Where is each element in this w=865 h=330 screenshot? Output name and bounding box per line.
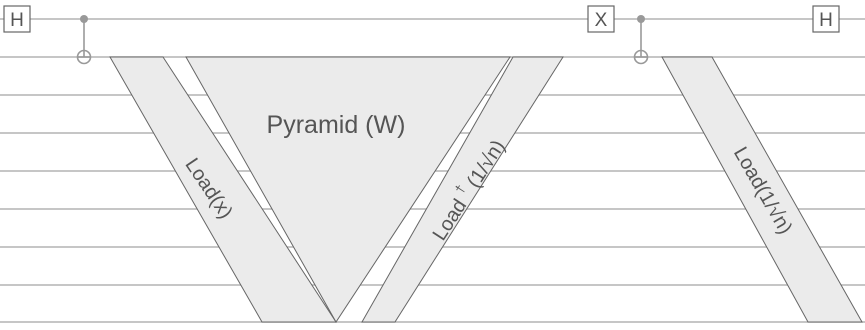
load-dagger-block (361, 56, 564, 323)
x-gate: X (587, 5, 615, 33)
cnot-gate-right (633, 15, 649, 65)
pyramid-w-block (185, 56, 511, 323)
control-dot (80, 15, 88, 23)
h-gate-right-label: H (819, 10, 833, 31)
h-gate-right: H (812, 5, 840, 33)
h-gate-left: H (3, 5, 31, 33)
control-dot (637, 15, 645, 23)
h-gate-left-label: H (10, 10, 24, 31)
load-inv-sqrt-n-block (661, 56, 863, 323)
x-gate-label: X (595, 10, 608, 31)
pyramid-w-label: Pyramid (W) (267, 111, 406, 139)
cnot-gate-left (76, 15, 92, 65)
